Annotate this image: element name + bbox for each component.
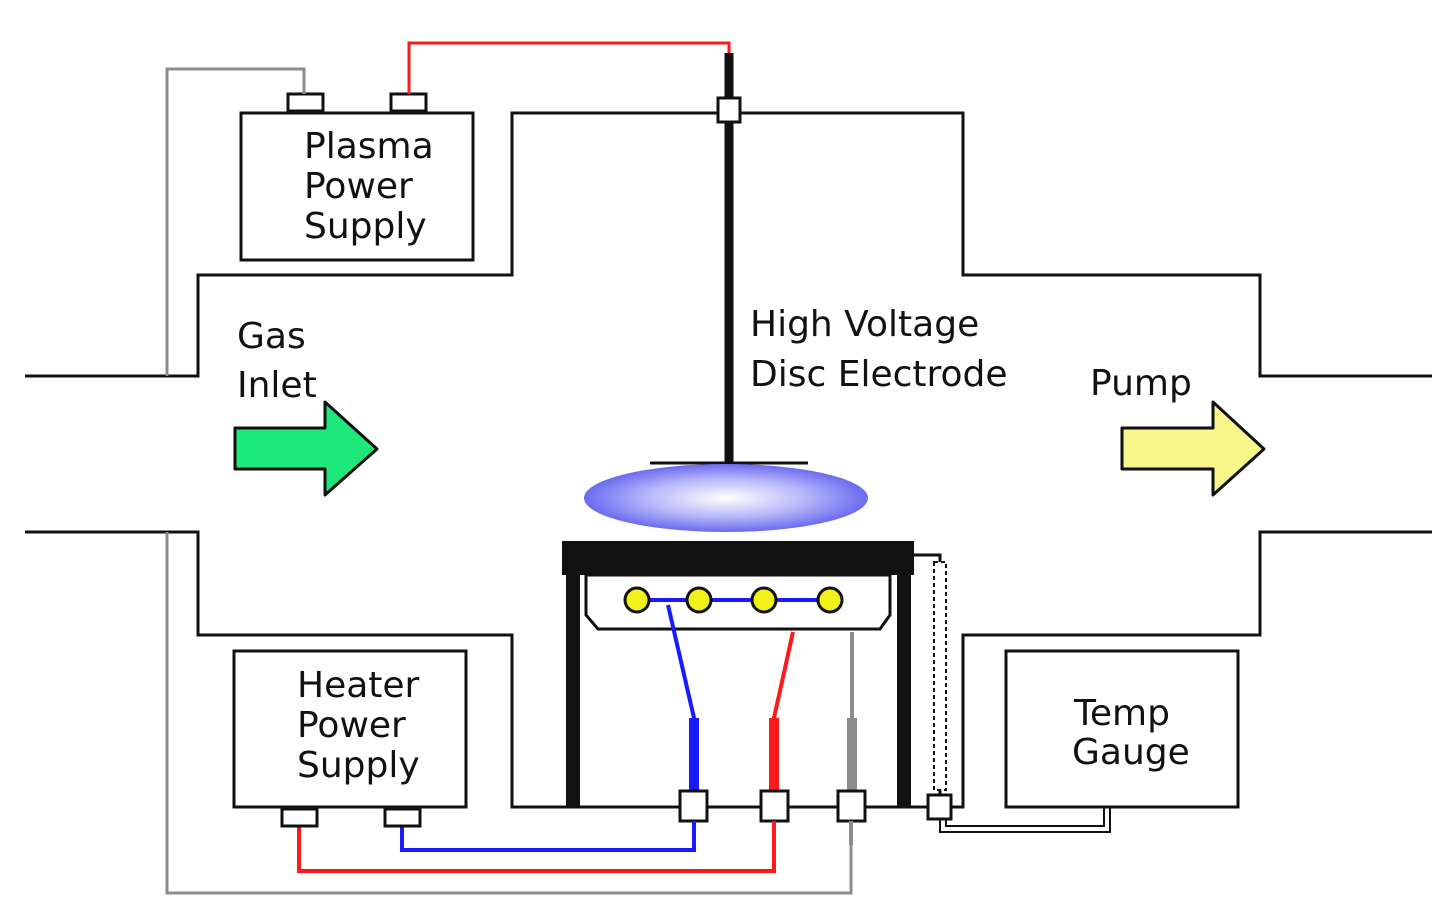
plasma-glow [584,464,868,532]
pump-arrow-icon [1120,400,1266,497]
plasma-terminal-left [286,92,325,113]
plasma-supply-label-2: Power [304,166,413,207]
heater-supply-label-2: Power [297,705,406,746]
chamber-bottom-wall [25,530,1432,809]
heater-red-lead-sleeve [769,718,779,790]
temp-gauge: Temp Gauge [1004,649,1240,809]
heater-element-3 [750,586,778,614]
heater-stage-leg-right [897,570,911,807]
heater-red-wire [297,821,776,873]
plasma-terminal-right [389,92,428,113]
heater-power-supply: Heater Power Supply [232,649,468,828]
temp-gauge-label-1: Temp [1073,693,1170,734]
hv-disc-electrode [650,53,808,465]
hv-wire [407,41,731,94]
plasma-power-supply: Plasma Power Supply [239,92,475,262]
temp-gauge-label-2: Gauge [1072,732,1190,773]
ground-wire-lower [165,532,853,895]
thermocouple-sheath [933,561,947,791]
heater-blue-lead-sleeve [689,718,699,790]
feedthrough-thermocouple [926,793,953,821]
pump-label: Pump [1090,363,1192,404]
heater-element-1 [623,586,651,614]
heater-element-4 [816,586,844,614]
ground-wire [165,67,306,376]
ground-lead-sleeve [847,718,857,790]
heater-terminal-left [280,807,319,828]
heater-terminal-right [383,807,422,828]
heater-stage-top [562,541,914,575]
electrode-feedthrough [716,96,742,124]
gas-inlet-label-2: Inlet [237,365,317,406]
electrode-label-1: High Voltage [750,304,979,345]
heater-stage [562,541,914,807]
thermocouple-wire-inner [945,807,1105,827]
feedthrough-red [759,789,790,823]
heater-supply-label-1: Heater [297,665,420,706]
electrode-label-2: Disc Electrode [750,354,1008,395]
heater-blue-wire [400,821,696,852]
feedthrough-blue [678,789,709,823]
gas-inlet-label-1: Gas [237,316,306,357]
heater-element-2 [685,586,713,614]
plasma-supply-label-1: Plasma [304,126,434,167]
heater-supply-label-3: Supply [297,745,420,786]
heater-stage-leg-left [566,570,580,807]
plasma-supply-label-3: Supply [304,206,427,247]
inlet-arrow-icon [233,400,379,497]
thermocouple-wire [939,807,1111,833]
feedthrough-ground [836,789,867,823]
